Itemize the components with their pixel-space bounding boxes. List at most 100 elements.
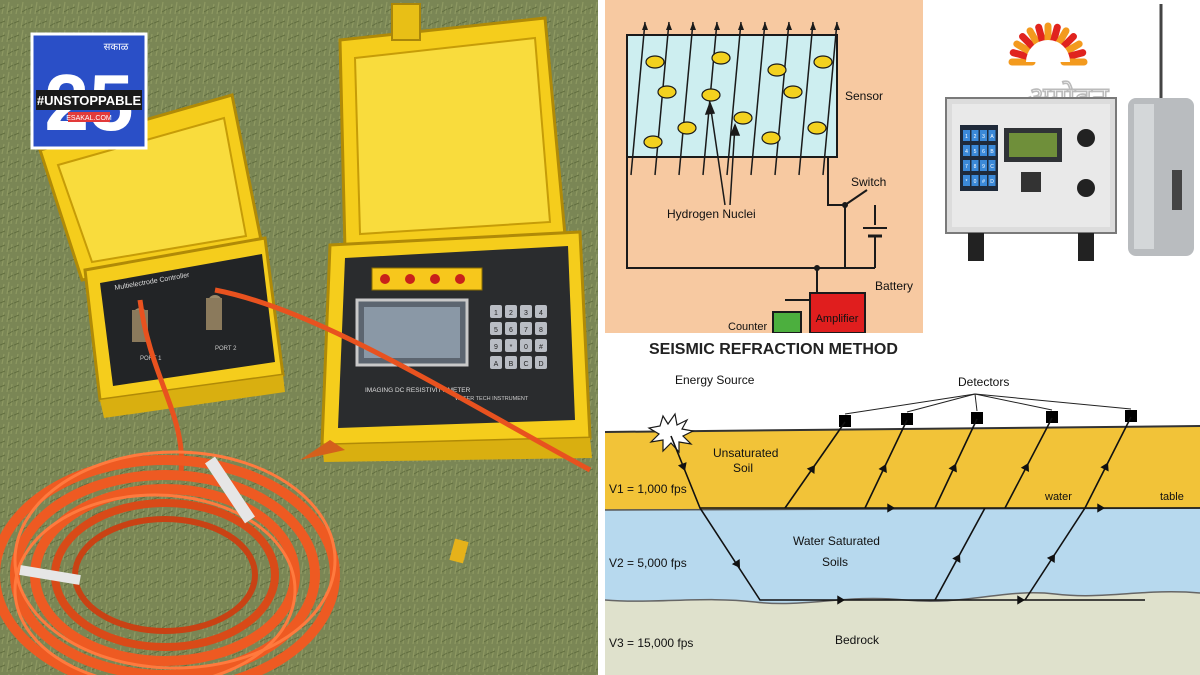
badge-tag: #UNSTOPPABLE — [37, 93, 142, 108]
photo-key-label: 5 — [494, 327, 498, 334]
seismic-title: SEISMIC REFRACTION METHOD — [649, 341, 898, 358]
badge-site: ESAKAL.COM — [66, 115, 112, 122]
instrument-knob-1 — [1077, 129, 1095, 147]
hydrogen-nucleus — [813, 55, 833, 69]
energy-source-label: Energy Source — [675, 373, 755, 387]
photo-key — [520, 322, 532, 335]
photo-key — [520, 305, 532, 318]
photo-key-label: B — [509, 361, 514, 368]
photo-key — [490, 322, 502, 335]
photo-key — [505, 322, 517, 335]
photo-key — [535, 305, 547, 318]
hydrogen-nucleus — [807, 121, 827, 135]
photo-key — [490, 339, 502, 352]
photo-key — [490, 305, 502, 318]
photo-key-label: 0 — [524, 344, 528, 351]
photo-key — [490, 356, 502, 369]
water-word: water — [1044, 491, 1072, 503]
detector — [971, 412, 983, 424]
layer-water-saturated-soils — [605, 508, 1200, 604]
photo-key-label: 8 — [539, 327, 543, 334]
left-device-port-1: PORT 1 — [140, 356, 162, 362]
nmr-sensor-diagram: Sensor Switch Battery Hydrogen Nuclei — [605, 0, 923, 333]
cable-coil — [0, 450, 340, 675]
instrument-key — [963, 130, 970, 141]
detector — [1046, 411, 1058, 423]
hydrogen-nucleus — [677, 121, 697, 135]
instrument-key — [988, 130, 996, 141]
detector — [839, 415, 851, 427]
hydrogen-nucleus — [767, 63, 787, 77]
nmr-probe-cylinder — [1128, 4, 1194, 256]
hydrogen-label: Hydrogen Nuclei — [667, 207, 756, 221]
instrument-key-label: A — [990, 134, 994, 140]
photo-key — [505, 339, 517, 352]
layer2-name-line1: Water Saturated — [793, 534, 880, 548]
instrument-key — [988, 160, 996, 171]
photo-key-label: 6 — [509, 327, 513, 334]
table-word: table — [1160, 491, 1184, 503]
hydrogen-nucleus — [657, 85, 677, 99]
instrument-key — [988, 175, 996, 186]
hydrogen-nucleus — [783, 85, 803, 99]
instrument-key — [980, 145, 987, 156]
layer3-name: Bedrock — [835, 633, 880, 647]
field-equipment-photo: Multielectrode Controller PORT 1 PORT 2 — [0, 0, 598, 675]
hydrogen-nucleus — [643, 135, 663, 149]
instrument-key-label: 6 — [982, 149, 985, 155]
photo-key-label: A — [494, 361, 499, 368]
right-device-label: IMAGING DC RESISTIVITY METER — [365, 387, 471, 394]
instrument-key — [971, 175, 979, 186]
unstoppable-badge: सकाळ 25 #UNSTOPPABLE ESAKAL.COM — [30, 32, 148, 150]
instrument-key-label: * — [966, 179, 968, 185]
instrument-key — [971, 160, 979, 171]
instrument-key — [963, 145, 970, 156]
detectors-label: Detectors — [958, 375, 1009, 389]
hydrogen-nuclei — [643, 51, 833, 149]
instrument-key-label: 1 — [965, 134, 968, 140]
photo-key — [535, 322, 547, 335]
instrument-display — [1009, 133, 1057, 157]
instrument-key-label: 9 — [982, 164, 985, 170]
detector — [1125, 410, 1137, 422]
instrument-key — [971, 130, 979, 141]
hydrogen-nucleus — [711, 51, 731, 65]
layer1-name-line1: Unsaturated — [713, 446, 778, 460]
layer-bedrock — [605, 591, 1200, 675]
battery-label: Battery — [875, 279, 913, 293]
instrument-key-label: B — [990, 149, 994, 155]
energy-source-burst-icon — [647, 412, 695, 454]
instrument-key-label: D — [990, 179, 994, 185]
counter-label: Counter — [728, 321, 767, 333]
hydrogen-nucleus — [761, 131, 781, 145]
instrument-key-label: C — [990, 164, 994, 170]
photo-key-label: * — [510, 344, 513, 351]
photo-key-label: 1 — [494, 310, 498, 317]
photo-key — [520, 339, 532, 352]
instrument-key — [963, 175, 970, 186]
photo-key — [535, 356, 547, 369]
instrument-key — [980, 175, 987, 186]
layer-unsaturated-soil — [605, 426, 1200, 510]
hydrogen-nucleus — [701, 88, 721, 102]
instrument-key-label: 4 — [965, 149, 968, 155]
instrument-knob-2 — [1077, 179, 1095, 197]
cable-2 — [214, 287, 592, 473]
photo-key-label: 9 — [494, 344, 498, 351]
photo-key-label: 3 — [524, 310, 528, 317]
photo-key — [505, 356, 517, 369]
instrument-key — [980, 130, 987, 141]
instrument-key-label: 7 — [965, 164, 968, 170]
layer1-name-line2: Soil — [733, 461, 753, 475]
photo-key-label: # — [539, 344, 543, 351]
instrument-key-label: 5 — [974, 149, 977, 155]
photo-key-label: C — [523, 361, 528, 368]
counter-box — [772, 311, 802, 333]
amplifier-box — [809, 292, 866, 333]
instrument-key-label: # — [982, 179, 985, 185]
